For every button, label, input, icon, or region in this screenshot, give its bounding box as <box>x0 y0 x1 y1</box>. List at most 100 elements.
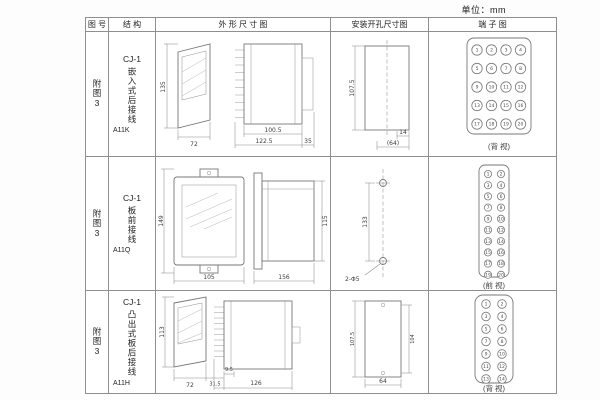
terminal-number: 16 <box>518 103 524 109</box>
structure-cell-row2: CJ-1 板前接线 A11Q <box>109 157 156 291</box>
dim-depth-1: 100.5 <box>243 125 303 148</box>
fig-no-cell-row3: 附图3 <box>86 291 109 394</box>
terminal-number: 5 <box>487 194 490 200</box>
terminal-number: 7 <box>487 205 490 211</box>
dim-label-width: 105 <box>203 274 215 281</box>
terminal-3 <box>484 181 493 190</box>
terminal-block-outline <box>466 37 532 135</box>
terminal-8 <box>497 203 506 212</box>
dim-side-height: 115 <box>314 180 329 262</box>
terminal-17 <box>471 118 483 130</box>
terminal-number: 20 <box>498 272 504 278</box>
dim-depth-total: 126 <box>213 359 293 390</box>
terminal-1 <box>471 44 483 56</box>
terminal-13 <box>471 99 483 112</box>
terminal-number: 15 <box>485 250 491 256</box>
terminal-4 <box>514 44 527 56</box>
dim-hole-spacing: 133 <box>362 182 375 262</box>
terminal-17 <box>484 259 493 268</box>
hole-callout-label: 2-Φ5 <box>345 276 360 283</box>
terminal-12 <box>514 81 527 93</box>
terminal-number: 15 <box>503 103 509 109</box>
structure-desc: 板前接线 <box>127 206 137 244</box>
terminal-16 <box>497 248 506 257</box>
terminal-number: 4 <box>519 48 522 54</box>
terminal-14 <box>497 374 507 384</box>
dim-depth: 156 <box>253 263 315 284</box>
terminal-20 <box>497 270 506 279</box>
spec-table: 图 号 结 构 外 形 尺 寸 图 安装开孔尺寸图 端 子 图 附图3 CJ-1… <box>85 17 557 394</box>
type-code: A11K <box>113 127 130 134</box>
terminal-4 <box>497 181 506 190</box>
terminal-18 <box>485 118 498 130</box>
dim-label-cutout-height: 107.5 <box>350 332 356 346</box>
dim-label-depth2: 122.5 <box>255 138 272 145</box>
terminal-13 <box>481 374 491 384</box>
terminal-number: 18 <box>489 122 495 128</box>
terminal-7 <box>481 336 491 347</box>
terminal-5 <box>484 192 493 201</box>
terminal-number: 6 <box>500 194 503 200</box>
dim-width: 72 <box>173 363 207 389</box>
dim-pin-depth: 31.5 <box>206 371 225 390</box>
dim-height: 113 <box>159 296 174 368</box>
terminal-number: 8 <box>501 339 504 345</box>
fig-no-cell-row1: 附图3 <box>86 32 109 157</box>
terminal-number: 8 <box>500 205 503 211</box>
outline-drawing-a11k: 135 72 <box>160 43 315 148</box>
mounting-hole-drawing-a11h: 107.5 104 64 <box>350 300 416 388</box>
view-label: (背 视) <box>488 141 511 151</box>
dim-label-height: 113 <box>159 326 166 338</box>
dim-cutout-width: 64 <box>364 378 402 388</box>
terminal-2 <box>497 299 507 309</box>
terminal-12 <box>497 226 506 235</box>
model-label: CJ-1 <box>123 193 141 203</box>
terminal-number: 7 <box>505 66 508 72</box>
fig-no-label: 附图3 <box>92 327 102 357</box>
terminal-3 <box>500 44 512 56</box>
structure-desc: 凸出式板后接线 <box>127 310 137 377</box>
dim-label-pin-depth: 31.5 <box>209 382 220 388</box>
terminal-13 <box>484 237 493 246</box>
dim-label-cutout-width: 64 <box>379 378 387 385</box>
outline-drawing-a11h: 113 72 31.5 <box>159 296 301 390</box>
dim-label-height: 149 <box>158 215 165 227</box>
terminal-number: 11 <box>503 85 509 91</box>
type-code: A11Q <box>113 247 131 254</box>
relay-side-view <box>214 300 301 370</box>
dim-cutout-height: 107.5 <box>350 300 365 378</box>
terminal-14 <box>497 237 506 246</box>
terminal-19 <box>484 270 493 279</box>
header-cell-fig-no: 图 号 <box>86 18 109 32</box>
outline-drawing-a11q: 149 105 115 <box>158 168 329 284</box>
terminal-number: 2 <box>501 302 504 308</box>
terminal-16 <box>514 99 527 112</box>
terminal-number: 1 <box>487 172 490 178</box>
terminal-number: 3 <box>505 48 508 54</box>
terminal-number: 1 <box>485 302 488 308</box>
view-label: (背 视) <box>483 383 506 393</box>
terminal-number: 20 <box>518 122 524 128</box>
terminal-number: 17 <box>485 261 491 267</box>
terminal-6 <box>485 62 498 75</box>
structure-cell-row1: CJ-1 嵌入式后接线 A11K <box>109 32 156 157</box>
model-label: CJ-1 <box>123 54 141 64</box>
terminal-1 <box>484 169 493 178</box>
terminal-number: 6 <box>501 327 504 333</box>
header-cell-structure: 结 构 <box>109 18 156 32</box>
dim-label-cutout-height: 107.5 <box>349 79 356 96</box>
terminal-number: 19 <box>485 272 491 278</box>
terminal-block-outline <box>474 294 514 384</box>
terminal-number: 3 <box>487 183 490 189</box>
terminal-number: 4 <box>500 183 503 189</box>
terminal-15 <box>484 248 493 257</box>
unit-label: 单位：mm <box>461 5 506 15</box>
relay-front-view <box>173 168 245 274</box>
terminal-number: 1 <box>476 48 479 54</box>
terminal-10 <box>497 349 507 359</box>
